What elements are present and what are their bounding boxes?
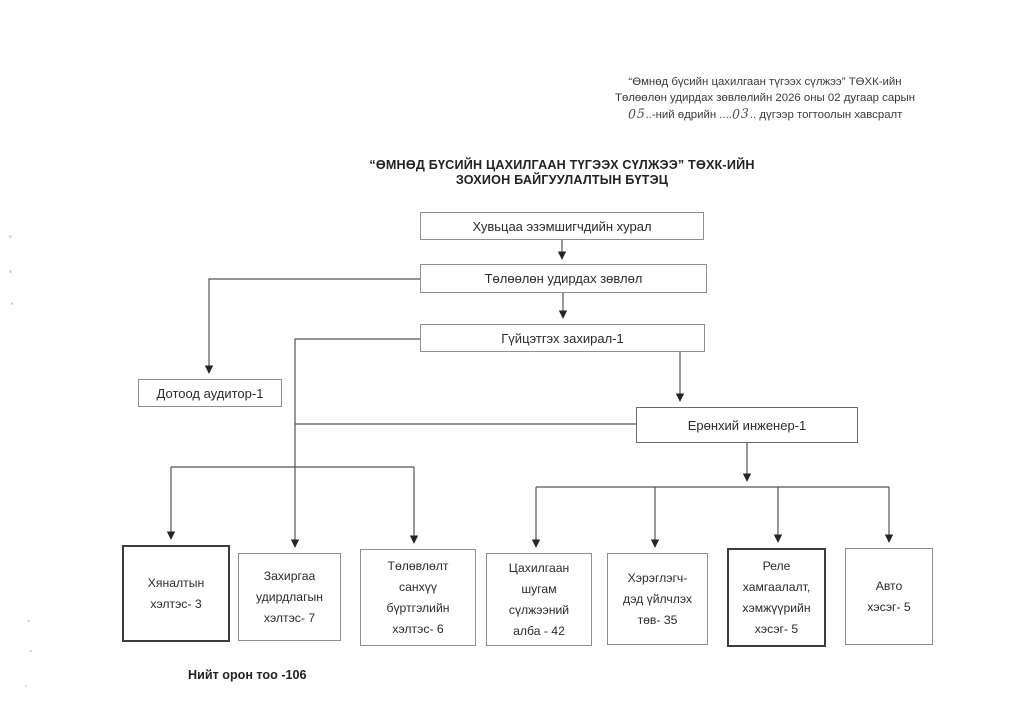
org-node-board-of-directors: Төлөөлөн удирдах зөвлөл [420,264,707,293]
handwritten-day: 05 [627,105,646,122]
org-node-chief-engineer: Ерөнхий инженер-1 [636,407,858,443]
approval-header-line2: Төлөөлөн удирдах зөвлөлийн 2026 оны 02 д… [614,92,915,104]
connector-board-auditor [204,278,420,374]
org-node-planning-finance-department: Төлөвлөлт санхүү бүртгэлийн хэлтэс- 6 [360,549,476,646]
approval-header-line1: “Өмнөд бүсийн цахилгаан түгээх сүлжээ” Т… [628,76,902,88]
scan-artifact [27,620,30,622]
approval-header-line3: 05..-ний өдрийн ....03.. дүгээр тогтоолы… [570,105,960,123]
approval-line3-end: .. дүгээр тогтоолын хавсралт [749,109,903,121]
document-title-line2: ЗОХИОН БАЙГУУЛАЛТЫН БҮТЭЦ [455,172,669,187]
handwritten-number: 03 [731,105,750,122]
org-node-internal-auditor: Дотоод аудитор-1 [138,379,282,407]
document-title-line1: “ӨМНӨД БҮСИЙН ЦАХИЛГААН ТҮГЭЭХ СҮЛЖЭЭ” Т… [369,158,755,172]
scan-artifact [9,270,12,273]
connector-ceo-left-branch [290,338,420,548]
document-title: “ӨМНӨД БҮСИЙН ЦАХИЛГААН ТҮГЭЭХ СҮЛЖЭЭ” Т… [200,158,924,187]
scan-artifact [25,685,27,687]
org-node-power-line-network-division: Цахилгаан шугам сүлжээний алба - 42 [486,553,592,646]
org-node-auto-unit: Авто хэсэг- 5 [845,548,933,645]
scan-artifact [29,650,32,652]
org-node-shareholders-meeting: Хувьцаа эзэмшигчдийн хурал [420,212,704,240]
approval-line3-mid: ..-ний өдрийн .... [645,109,732,121]
org-node-customer-service-center: Хэрэглэгч- дэд үйлчлэх төв- 35 [607,553,708,645]
total-headcount-note: Нийт орон тоо -106 [188,668,307,682]
scan-artifact [9,235,12,238]
approval-header: “Өмнөд бүсийн цахилгаан түгээх сүлжээ” Т… [570,74,960,123]
org-node-administration-department: Захиргаа удирдлагын хэлтэс- 7 [238,553,341,641]
org-node-control-department: Хяналтын хэлтэс- 3 [122,545,230,642]
org-node-executive-director: Гүйцэтгэх захирал-1 [420,324,705,352]
org-node-relay-protection-unit: Реле хамгаалалт, хэмжүүрийн хэсэг- 5 [727,548,826,647]
scan-artifact [11,302,13,305]
